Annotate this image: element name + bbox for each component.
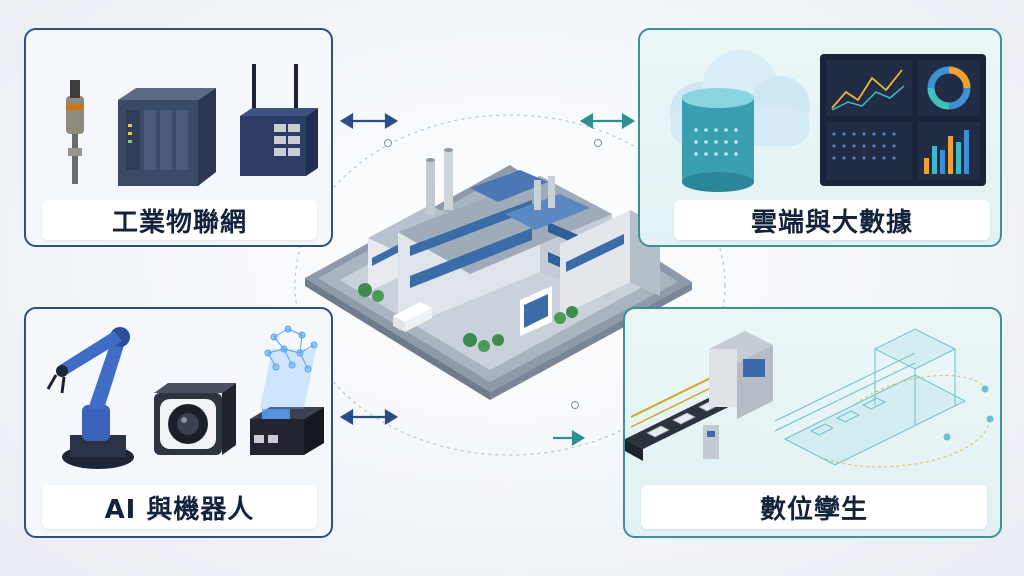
twin-label: 數位孿生	[641, 485, 987, 529]
robot-arm-icon	[46, 327, 134, 469]
cloud-database-icon	[670, 50, 810, 192]
iot-label: 工業物聯網	[42, 200, 317, 240]
sensor-icon	[66, 80, 84, 184]
arrow-ai-hub	[339, 409, 399, 425]
ai-label: AI 與機器人	[42, 485, 317, 529]
plc-icon	[118, 88, 216, 186]
ai-illustration	[46, 325, 324, 469]
digital-twin-wireframe-icon	[774, 328, 994, 468]
digital-twin-panel: 數位孿生	[623, 307, 1002, 538]
router-icon	[240, 64, 318, 176]
arrow-hub-cloud	[579, 113, 636, 129]
cloud-illustration	[670, 50, 986, 192]
iot-illustration	[66, 64, 318, 186]
cloud-label: 雲端與大數據	[674, 200, 990, 240]
conveyor-machine-icon	[625, 331, 773, 461]
ai-panel: AI 與機器人	[24, 307, 333, 538]
dashboard-icon	[820, 54, 986, 186]
camera-icon	[154, 383, 236, 455]
iot-panel: 工業物聯網	[24, 28, 333, 247]
cloud-panel: 雲端與大數據	[638, 28, 1002, 247]
arrow-iot-hub	[339, 113, 399, 129]
ai-edge-device-icon	[250, 325, 324, 455]
arrow-hub-twin	[553, 430, 586, 446]
twin-illustration	[625, 328, 994, 468]
